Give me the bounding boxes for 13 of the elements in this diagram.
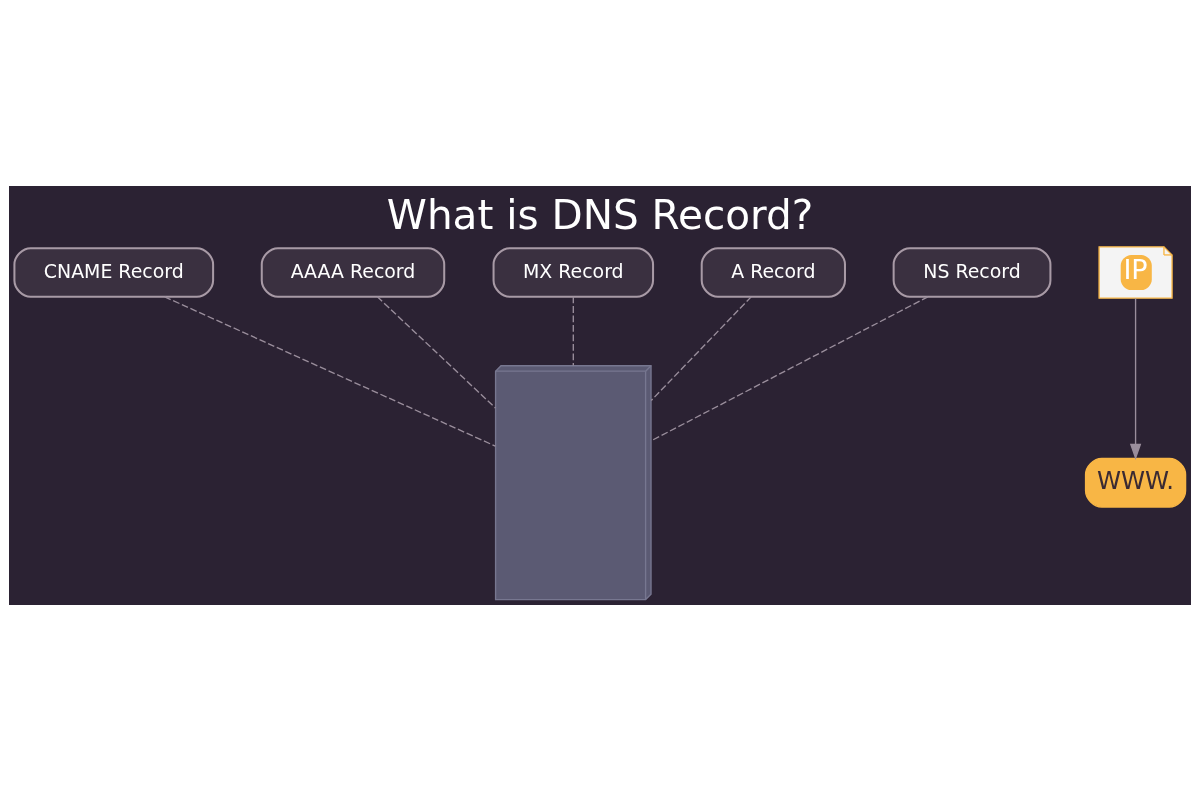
node-box: MX Record (492, 246, 655, 298)
arrow (1129, 297, 1142, 460)
node-box: NS Record (892, 246, 1052, 298)
connector (164, 295, 496, 447)
diagram-title: What is DNS Record? (386, 190, 814, 239)
node-box: WWW. (1084, 457, 1187, 508)
connector (572, 295, 574, 366)
connector (376, 295, 497, 409)
node-box: AAAA Record (260, 246, 446, 298)
connector (650, 295, 752, 401)
node-box: CNAME Record (13, 246, 215, 298)
node-box: A Record (700, 246, 846, 298)
connector (650, 295, 929, 441)
